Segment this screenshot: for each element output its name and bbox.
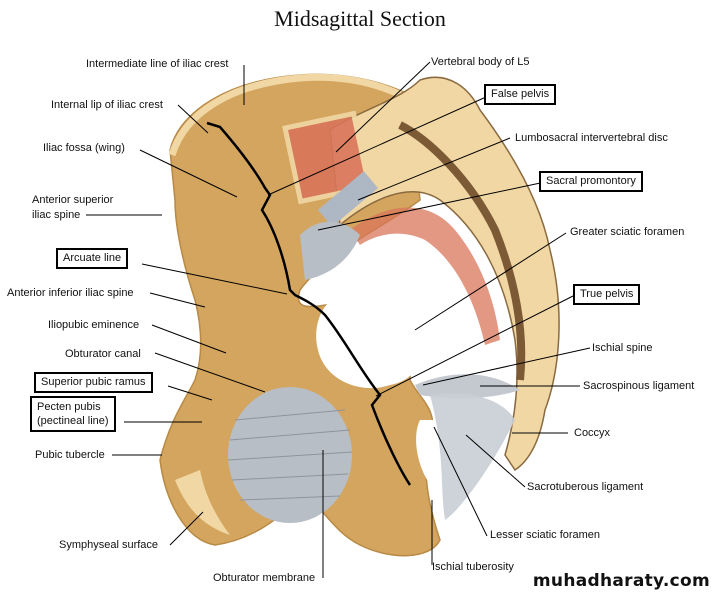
label-greater-sciatic-foramen: Greater sciatic foramen (570, 226, 685, 238)
label-ischial-spine: Ischial spine (592, 342, 653, 354)
label-sacrospinous-ligament: Sacrospinous ligament (583, 380, 695, 392)
label-coccyx: Coccyx (574, 427, 611, 439)
iliac-crest-rim (168, 73, 407, 157)
label-pecten-line2: (pectineal line) (37, 415, 109, 427)
sacroiliac-ligaments (300, 221, 360, 280)
label-vertebral-body: Vertebral body of L5 (431, 56, 530, 68)
sacral-marrow (350, 207, 500, 345)
sacrotuberous-ligament-shape (430, 393, 515, 520)
leader-lines (86, 61, 591, 578)
sacrum (329, 76, 560, 472)
label-pecten-line1: Pecten pubis (37, 401, 101, 413)
label-true-pelvis: True pelvis (573, 284, 641, 305)
vertebral-body-l5 (282, 110, 373, 205)
label-obturator-membrane: Obturator membrane (213, 572, 316, 584)
diagram-title: Midsagittal Section (274, 6, 446, 31)
label-iliac-fossa: Iliac fossa (wing) (43, 142, 125, 154)
label-ischial-tuberosity: Ischial tuberosity (432, 561, 514, 573)
pelvic-brim-line (206, 121, 412, 486)
label-obturator-canal: Obturator canal (65, 348, 141, 360)
label-lesser-sciatic-foramen: Lesser sciatic foramen (490, 529, 601, 541)
label-arcuate-line: Arcuate line (56, 248, 129, 269)
label-asis-line2: iliac spine (32, 209, 81, 221)
label-lumbosacral-disc: Lumbosacral intervertebral disc (515, 132, 668, 144)
obturator-membrane-shape (228, 387, 352, 523)
label-intermediate-line: Intermediate line of iliac crest (86, 58, 229, 70)
label-false-pelvis: False pelvis (484, 84, 557, 105)
symphyseal-surface-shape (175, 470, 230, 535)
lumbosacral-disc-shape (317, 171, 379, 227)
label-aiis: Anterior inferior iliac spine (7, 287, 134, 299)
label-sacrotuberous-ligament: Sacrotuberous ligament (527, 481, 644, 493)
label-sacral-promontory: Sacral promontory (539, 171, 643, 192)
greater-sciatic-opening (316, 295, 424, 389)
sacrospinous-ligament-shape (415, 374, 520, 399)
label-internal-lip: Internal lip of iliac crest (51, 99, 163, 111)
label-pecten-pubis: Pecten pubis (pectineal line) (30, 396, 116, 432)
label-pubic-tubercle: Pubic tubercle (35, 449, 105, 461)
label-iliopubic-eminence: Iliopubic eminence (48, 319, 140, 331)
label-symphyseal-surface: Symphyseal surface (59, 539, 159, 551)
sacral-canal (398, 121, 526, 381)
watermark: muhadharaty.com (532, 571, 710, 591)
label-asis-line1: Anterior superior (32, 194, 114, 206)
label-superior-pubic-ramus: Superior pubic ramus (34, 372, 153, 393)
